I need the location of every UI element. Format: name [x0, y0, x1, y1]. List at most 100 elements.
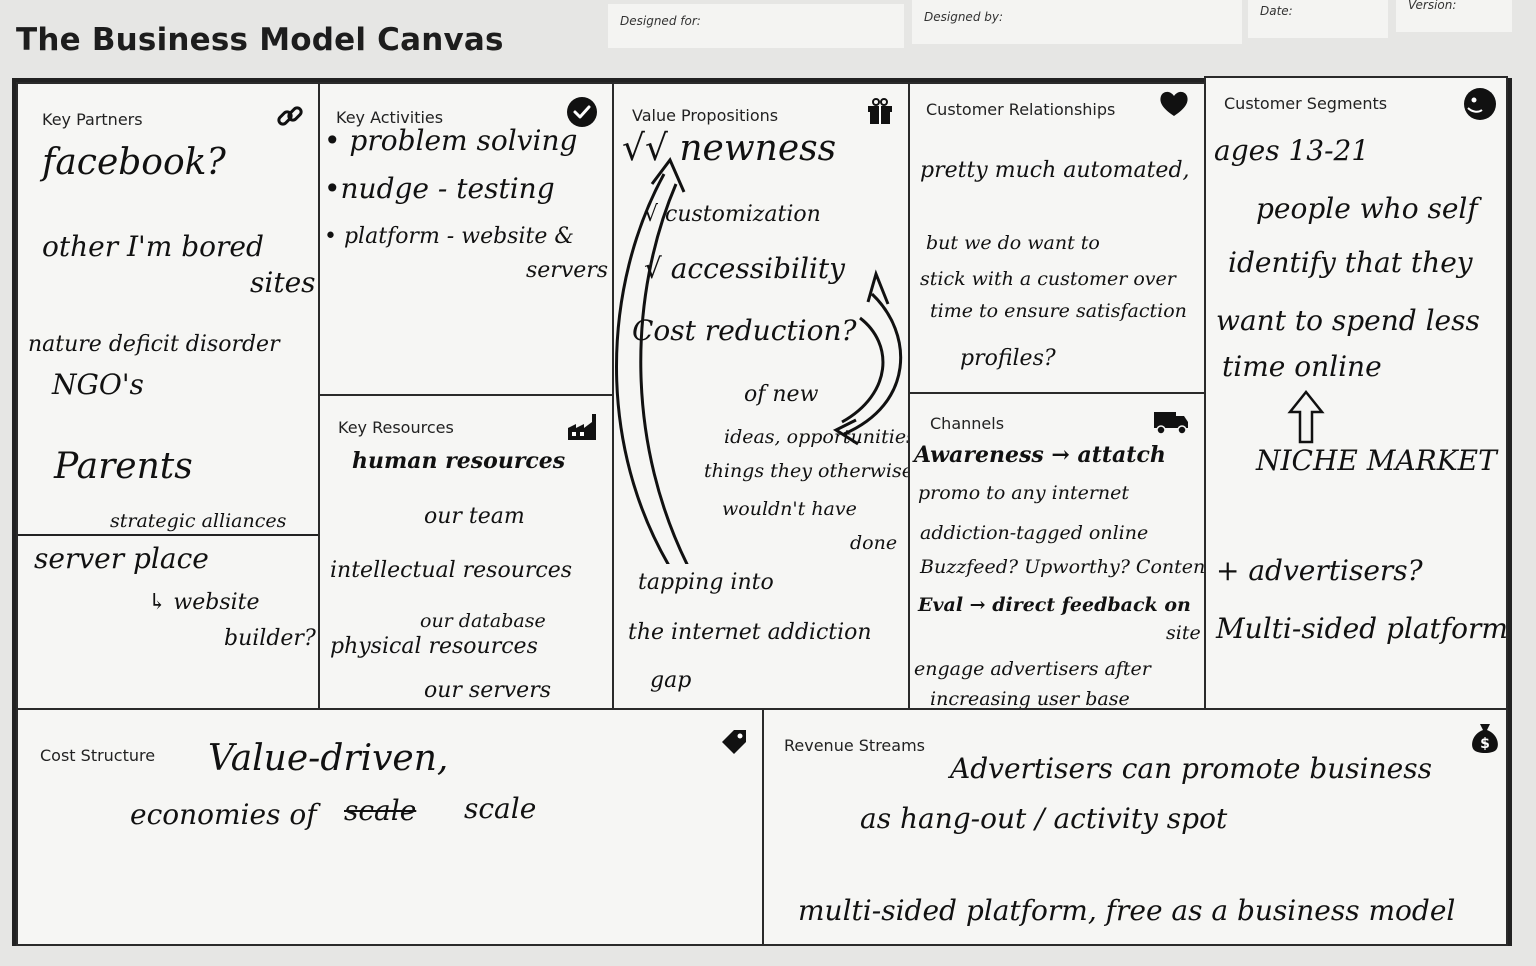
note: √ accessibility: [644, 252, 845, 285]
revenue-streams-label: Revenue Streams: [784, 736, 925, 755]
hand-drawn-arrows: [615, 157, 903, 564]
note: NICHE MARKET: [1256, 444, 1497, 477]
note: stick with a customer over: [920, 268, 1176, 290]
customer-segments-label: Customer Segments: [1224, 94, 1388, 113]
note: time to ensure satisfaction: [930, 300, 1187, 322]
note: our database: [420, 610, 546, 632]
note: Multi-sided platform?: [1216, 612, 1508, 645]
key-partners-label: Key Partners: [42, 110, 143, 129]
channels-block: Channels Awareness → attatch promo to an…: [908, 392, 1206, 710]
note: Parents: [54, 446, 193, 487]
note: tapping into: [638, 570, 774, 595]
note: our team: [424, 504, 525, 529]
face-icon: [1464, 88, 1496, 120]
note: engage advertisers after: [914, 658, 1151, 680]
designed-by-field: Designed by:: [912, 0, 1242, 44]
key-resources-label: Key Resources: [338, 418, 454, 437]
note: servers: [526, 258, 609, 283]
business-model-canvas: Key Partners facebook? other I'm bored s…: [12, 76, 1512, 946]
key-activities-label: Key Activities: [336, 108, 444, 127]
designed-for-label: Designed for:: [620, 14, 701, 28]
note: time online: [1222, 350, 1382, 383]
note: Eval → direct feedback on: [918, 594, 1191, 616]
note: nature deficit disorder: [28, 332, 280, 357]
link-icon: [277, 106, 303, 126]
version-label: Version:: [1408, 0, 1457, 12]
cost-structure-block: Cost Structure Value-driven, economies o…: [16, 708, 764, 946]
note: builder?: [224, 626, 316, 651]
note: our servers: [424, 678, 552, 703]
cost-structure-label: Cost Structure: [40, 746, 156, 765]
note: NGO's: [52, 368, 144, 401]
note: identify that they: [1228, 246, 1473, 279]
note: strategic alliances: [110, 510, 287, 532]
value-propositions-label: Value Propositions: [632, 106, 779, 125]
note: economies of: [130, 798, 317, 831]
key-partners-block: Key Partners facebook? other I'm bored s…: [16, 82, 320, 710]
note: ideas, opportunities,: [724, 426, 910, 448]
date-field: Date:: [1248, 0, 1388, 38]
note: Buzzfeed? Upworthy? Content: [920, 556, 1206, 578]
checkmark-icon: [567, 97, 597, 127]
note: want to spend less: [1216, 304, 1480, 337]
note: √ customization: [644, 202, 821, 227]
heart-icon: [1160, 91, 1188, 116]
up-arrow-icon: [1287, 390, 1325, 444]
factory-icon: [568, 414, 596, 440]
page-title: The Business Model Canvas: [16, 22, 504, 58]
version-field: Version:: [1396, 0, 1512, 32]
note: multi-sided platform, free as a business…: [798, 894, 1456, 927]
note: done: [850, 532, 898, 554]
designed-by-label: Designed by:: [924, 10, 1004, 24]
note: ↳ website: [148, 590, 260, 615]
note: things they otherwise: [704, 460, 910, 482]
note: pretty much automated,: [920, 158, 1190, 183]
gift-icon: [868, 98, 892, 124]
note: other I'm bored: [42, 230, 264, 263]
note: promo to any internet: [918, 482, 1130, 504]
note: Cost reduction?: [632, 314, 857, 347]
customer-segments-block: Customer Segments ages 13-21 people who …: [1204, 76, 1508, 710]
designed-for-field: Designed for:: [608, 4, 904, 48]
value-propositions-block: Value Propositions √√ newness √ customiz…: [612, 82, 910, 710]
revenue-streams-block: Revenue Streams $ Advertisers can promot…: [762, 708, 1508, 946]
note: scale: [464, 792, 537, 825]
note: people who self: [1256, 192, 1478, 225]
money-bag-icon: $: [1472, 724, 1498, 753]
note: of new: [744, 382, 819, 407]
truck-icon: [1154, 412, 1188, 435]
note: increasing user base: [930, 688, 1130, 710]
note: profiles?: [960, 346, 1056, 371]
key-activities-block: Key Activities • problem solving •nudge …: [318, 82, 614, 396]
note: but we do want to: [926, 232, 1100, 254]
note: site: [1166, 622, 1201, 644]
note: the internet addiction: [628, 620, 872, 645]
note: as hang-out / activity spot: [860, 802, 1228, 835]
customer-relationships-block: Customer Relationships pretty much autom…: [908, 82, 1206, 394]
note: • platform - website &: [324, 224, 574, 249]
note: addiction-tagged online: [920, 522, 1149, 544]
channels-label: Channels: [930, 414, 1005, 433]
note: gap: [650, 668, 692, 693]
key-resources-block: Key Resources human resources our team i…: [318, 394, 614, 710]
note: server place: [34, 542, 209, 575]
note: ages 13-21: [1214, 134, 1370, 167]
svg-text:$: $: [1480, 736, 1490, 752]
note: • problem solving: [324, 124, 578, 157]
price-tag-icon: [722, 730, 746, 754]
note: physical resources: [330, 634, 538, 659]
customer-relationships-label: Customer Relationships: [926, 100, 1116, 119]
divider-line: [18, 534, 318, 536]
note: wouldn't have: [722, 498, 857, 520]
note: Awareness → attatch: [914, 442, 1166, 468]
note: facebook?: [42, 142, 226, 183]
note: sites?: [250, 266, 318, 299]
crossed-out-note: scale: [344, 794, 417, 827]
date-label: Date:: [1260, 4, 1293, 18]
note: Advertisers can promote business: [950, 752, 1432, 785]
note: + advertisers?: [1216, 554, 1423, 587]
note: human resources: [352, 448, 566, 474]
note: •nudge - testing: [324, 172, 555, 205]
note: Value-driven,: [208, 738, 449, 779]
note: intellectual resources: [330, 558, 573, 583]
